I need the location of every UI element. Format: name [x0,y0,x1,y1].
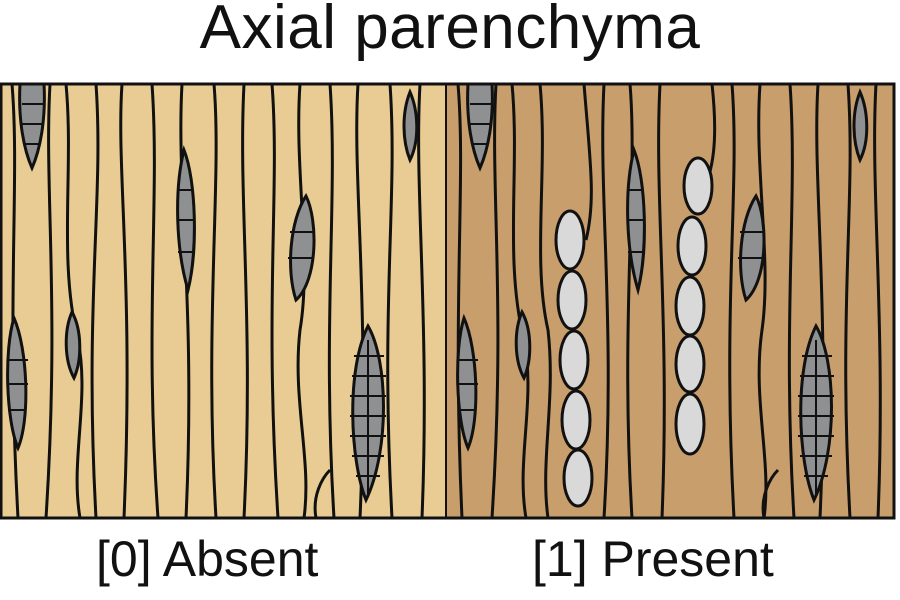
parenchyma-cell [558,329,590,391]
axial-parenchyma-strand-right [674,156,714,456]
absent-panel [6,84,426,518]
parenchyma-cell [554,209,586,271]
ray-cell [852,88,869,164]
ray-cell [739,193,766,303]
panels-frame [0,82,896,520]
axial-parenchyma-strand-left [554,209,594,508]
ray-cell [289,193,316,303]
parenchyma-cell [682,156,714,216]
ray-cell [402,88,419,164]
parenchyma-cell [560,389,592,451]
present-panel [456,84,882,518]
wood-diagram [0,82,896,520]
present-ray-cells [456,84,869,504]
absent-label: [0] Absent [96,531,319,587]
parenchyma-cell [674,392,706,456]
figure-title: Axial parenchyma [199,0,701,62]
parenchyma-cell [674,334,706,394]
ray-cell [514,308,532,382]
present-label: [1] Present [532,531,774,587]
parenchyma-cell [562,448,594,508]
parenchyma-cell [674,275,706,337]
absent-ray-cells [6,84,419,504]
ray-cell [64,308,82,382]
parenchyma-cell [676,215,708,277]
parenchyma-cell [556,269,588,331]
